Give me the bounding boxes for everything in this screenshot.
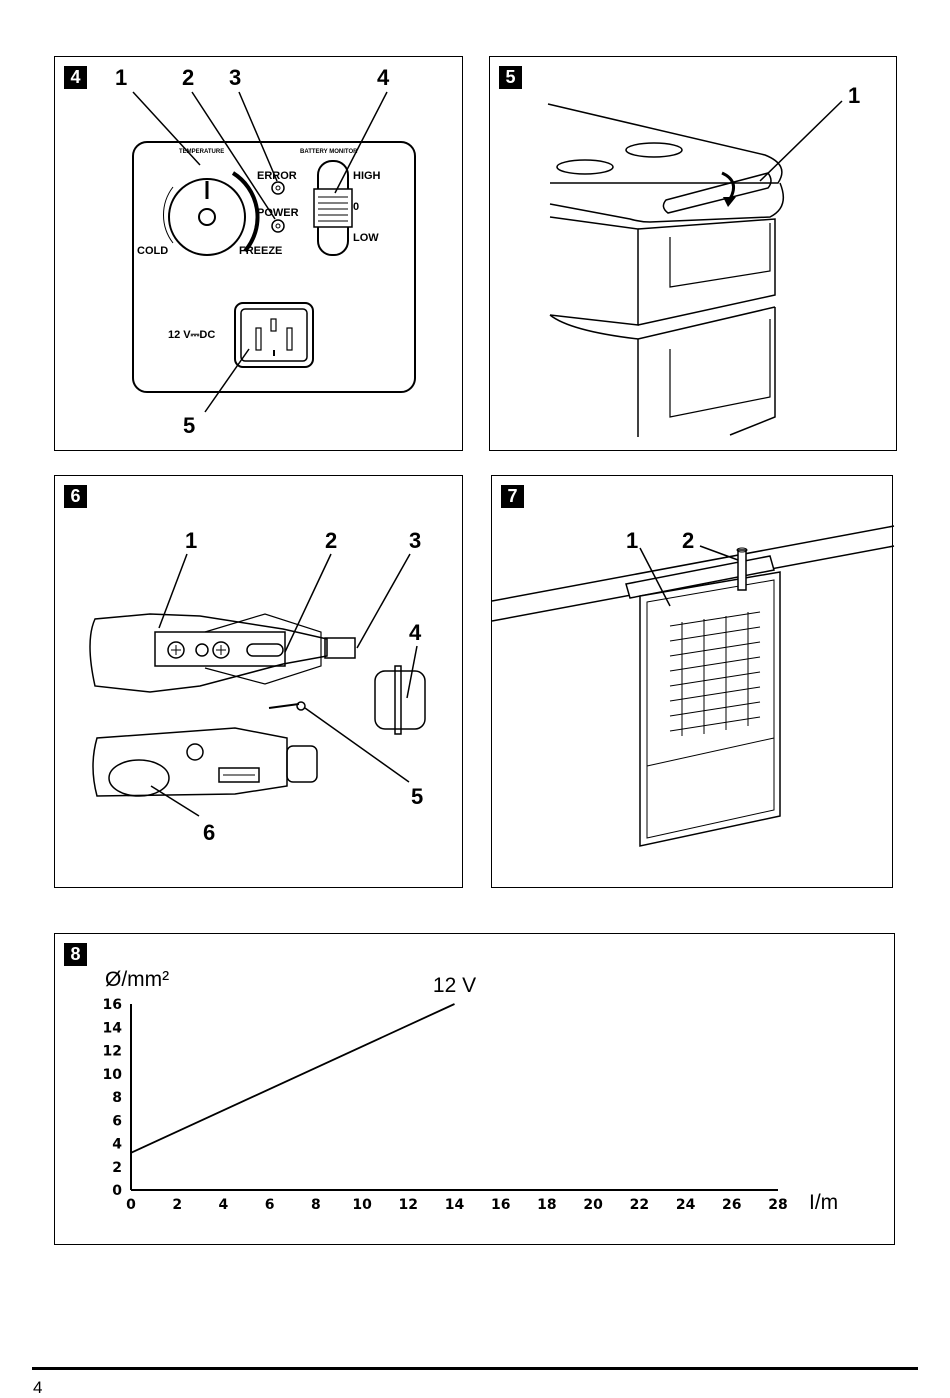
y-tick-label: 16	[103, 997, 122, 1013]
power-label: POWER	[257, 207, 299, 219]
x-tick-label: 18	[537, 1197, 556, 1213]
zero-label: 0	[353, 201, 359, 213]
plug-drawing: 1 2 3 4 5 6	[89, 528, 426, 845]
x-tick-label: 4	[219, 1197, 229, 1213]
page-number: 4	[33, 1378, 43, 1397]
callout-5: 5	[411, 784, 423, 809]
figure-number-badge: 4	[64, 66, 87, 89]
figure-4-panel: 4 1 2 3	[54, 56, 463, 451]
cooler-lid-drawing: 1	[547, 83, 860, 437]
x-tick-label: 14	[445, 1197, 465, 1213]
high-label: HIGH	[353, 170, 381, 182]
x-tick-label: 8	[311, 1197, 321, 1213]
y-tick-label: 8	[112, 1090, 122, 1106]
freeze-label: FREEZE	[239, 245, 282, 257]
x-axis-label: I/m	[809, 1191, 838, 1214]
temperature-label: TEMPERATURE	[179, 149, 224, 155]
y-tick-label: 10	[103, 1067, 123, 1083]
y-tick-label: 2	[112, 1160, 122, 1176]
x-tick-label: 28	[768, 1197, 787, 1213]
x-tick-label: 20	[583, 1197, 603, 1213]
x-tick-label: 0	[126, 1197, 136, 1213]
callout-3: 3	[229, 65, 241, 90]
lid-tray-drawing: 1 2	[491, 525, 895, 847]
y-tick-label: 12	[103, 1044, 122, 1060]
callout-1: 1	[115, 65, 127, 90]
callout-4: 4	[377, 65, 390, 90]
y-tick-label: 14	[103, 1020, 123, 1036]
figure-number-badge: 6	[64, 485, 87, 508]
series-line	[130, 1003, 455, 1154]
series-label: 12 V	[433, 974, 476, 997]
y-tick-label: 0	[112, 1183, 122, 1199]
callout-1: 1	[626, 528, 638, 553]
y-tick-label: 4	[112, 1137, 122, 1153]
x-tick-label: 16	[491, 1197, 510, 1213]
callout-6: 6	[203, 820, 215, 845]
figure-number-badge: 7	[501, 485, 524, 508]
callout-2: 2	[325, 528, 337, 553]
callout-4: 4	[409, 620, 422, 645]
callout-1: 1	[848, 83, 860, 108]
low-label: LOW	[353, 232, 379, 244]
callout-2: 2	[682, 528, 694, 553]
figure-5-panel: 5 1	[489, 56, 897, 451]
y-axis-label: Ø/mm²	[105, 968, 169, 991]
x-tick-label: 6	[265, 1197, 275, 1213]
figure-6-panel: 6 1 2 3 4 5 6	[54, 475, 463, 888]
y-tick-label: 6	[112, 1113, 122, 1129]
x-tick-label: 24	[676, 1197, 696, 1213]
figure-number-badge: 8	[64, 943, 87, 966]
control-panel-drawing: 1 2 3 4 5 TEMPERATURE BATTERY MONITOR ER…	[115, 65, 416, 438]
battery-monitor-label: BATTERY MONITOR	[300, 149, 358, 155]
callout-5: 5	[183, 413, 195, 438]
callout-3: 3	[409, 528, 421, 553]
callout-1: 1	[185, 528, 197, 553]
callout-2: 2	[182, 65, 194, 90]
x-tick-label: 22	[630, 1197, 649, 1213]
figure-7-panel: 7 1 2	[491, 475, 895, 888]
x-tick-label: 2	[172, 1197, 182, 1213]
x-tick-label: 26	[722, 1197, 741, 1213]
x-tick-label: 12	[399, 1197, 418, 1213]
footer-rule	[32, 1367, 918, 1370]
voltage-label: 12 V⎓DC	[168, 329, 215, 341]
cold-label: COLD	[137, 245, 168, 257]
figure-number-badge: 5	[499, 66, 522, 89]
error-label: ERROR	[257, 170, 297, 182]
x-tick-label: 10	[352, 1197, 372, 1213]
